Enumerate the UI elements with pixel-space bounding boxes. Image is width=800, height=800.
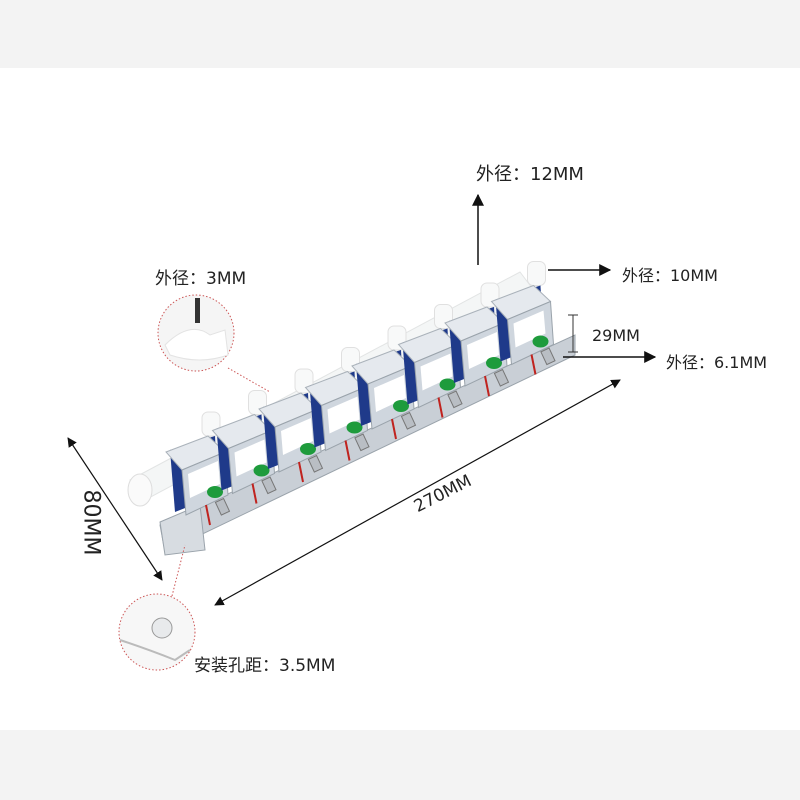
green-badge: [300, 443, 316, 455]
outlet-side-label: 外径：10MM: [622, 266, 718, 285]
green-badge: [207, 486, 223, 498]
green-badge: [253, 464, 270, 477]
outlet-top-label: 外径：12MM: [476, 164, 584, 185]
pipe-outlet: [527, 261, 546, 286]
green-badge: [393, 400, 409, 412]
detail-circle-hole: [118, 544, 196, 671]
width-dimension-line: [67, 437, 163, 581]
height-label: 29MM: [592, 326, 640, 345]
fitting-label: 外径：6.1MM: [666, 353, 768, 372]
wire: [205, 504, 211, 526]
green-badge: [486, 357, 502, 369]
length-dimension-line: [214, 379, 621, 606]
mount-hole-label: 安装孔距：3.5MM: [194, 656, 336, 676]
green-badge: [439, 378, 456, 391]
width-label: 80MM: [78, 489, 104, 556]
green-badge: [346, 421, 363, 434]
spec-label: [513, 310, 546, 348]
green-badge: [532, 335, 549, 348]
wire: [530, 354, 537, 375]
spec-label: [467, 332, 499, 369]
detail-circle-port: [157, 294, 271, 393]
solenoid-valve: [490, 261, 556, 375]
brass-fitting: [540, 347, 556, 366]
pipe-end: [127, 473, 153, 507]
small-port-label: 外径：3MM: [155, 269, 247, 289]
spec-label: [188, 461, 220, 498]
